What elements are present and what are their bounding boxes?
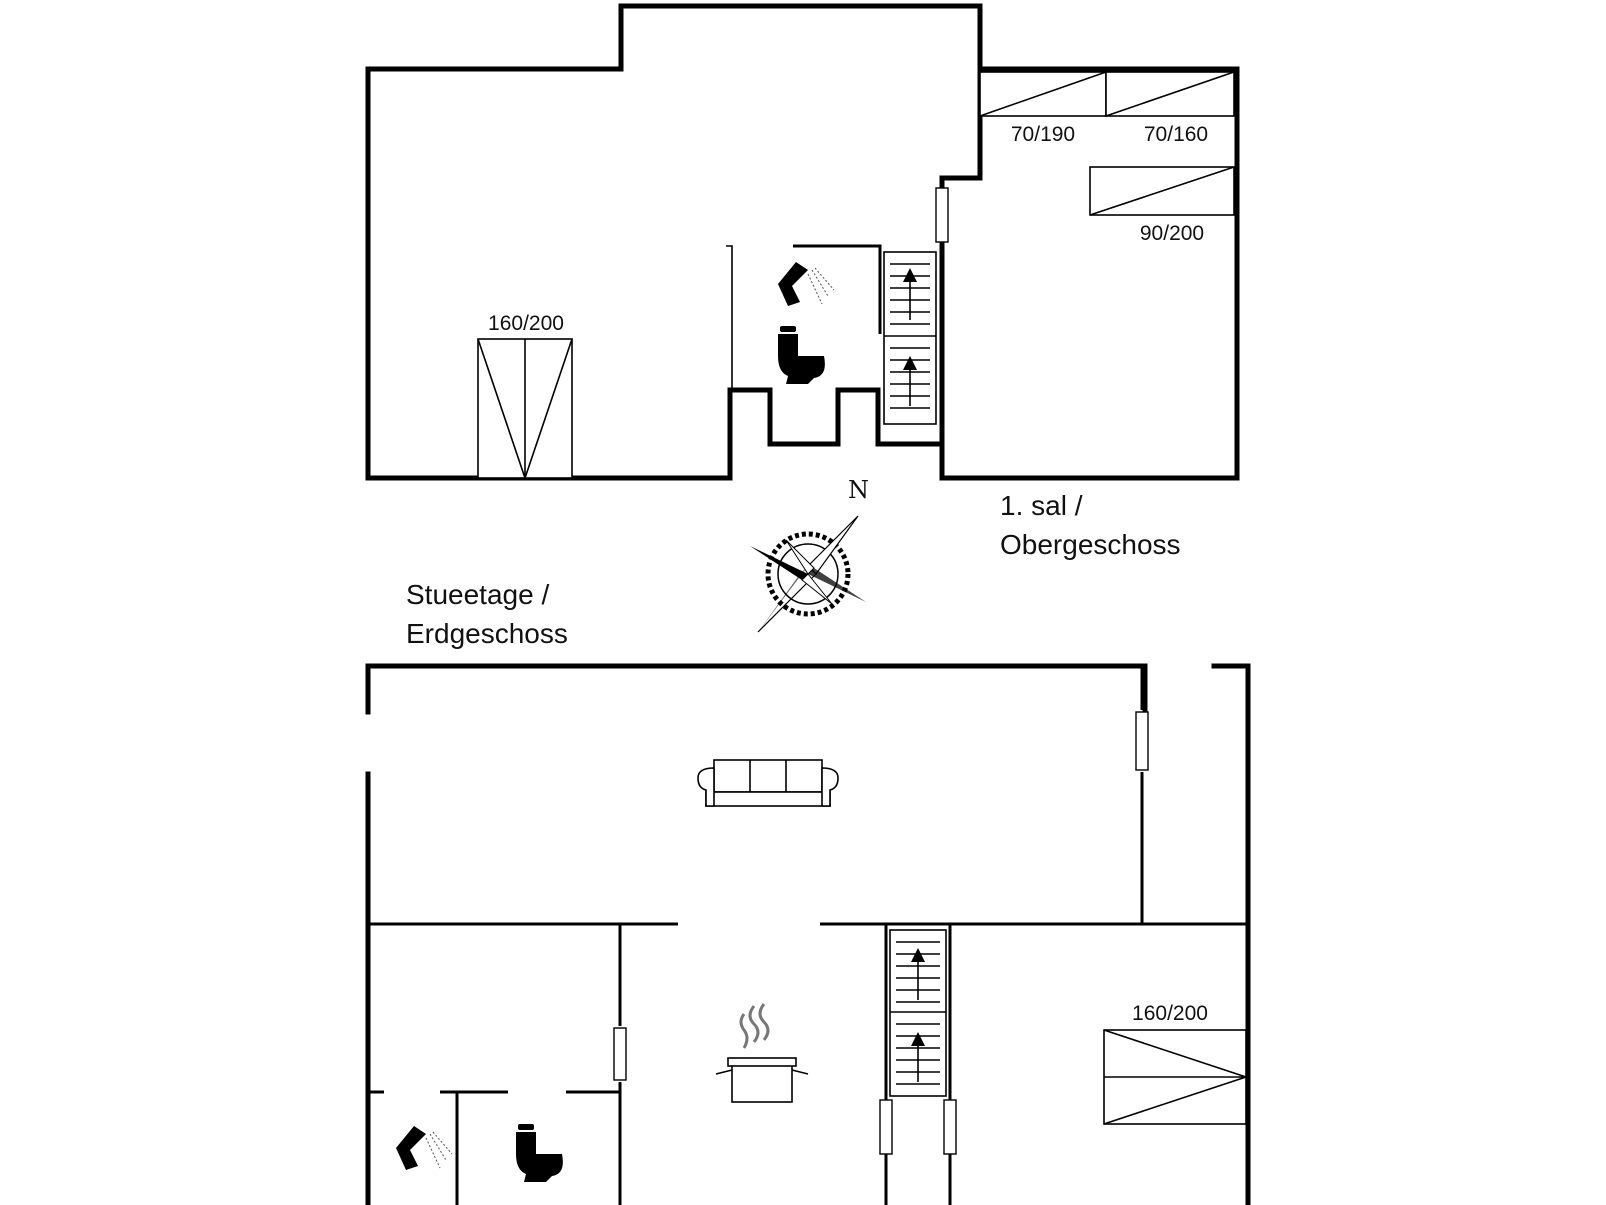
bed-size-label: 160/200 xyxy=(1132,1002,1208,1025)
stairs-up-icon xyxy=(911,948,925,1082)
upper-outer-wall xyxy=(365,3,1240,481)
compass-rose-icon: N xyxy=(750,476,869,633)
stair-door xyxy=(879,1099,893,1155)
stairs-up-icon xyxy=(903,268,917,406)
ground-floor: 160/200 Stueetage / Erdgeschoss xyxy=(365,579,1251,1205)
upper-bed-70-190: 70/190 xyxy=(979,71,1107,146)
ground-floor-label-line2: Erdgeschoss xyxy=(406,618,568,649)
sofa-icon xyxy=(697,759,839,807)
upper-door xyxy=(935,187,949,243)
toilet-icon xyxy=(778,326,825,384)
bathroom-wall xyxy=(727,387,945,481)
bed-size-label: 70/190 xyxy=(1011,123,1075,146)
upper-stairs xyxy=(883,251,937,425)
stair-door xyxy=(943,1099,957,1155)
upper-floor-label-line2: Obergeschoss xyxy=(1000,529,1181,560)
upper-floor-label-line1: 1. sal / xyxy=(1000,490,1083,521)
upper-bed-160-200: 160/200 xyxy=(477,312,573,479)
shower-icon xyxy=(396,1126,453,1170)
compass-north-label: N xyxy=(848,476,869,504)
ground-stairs xyxy=(889,929,947,1097)
cooking-pot-icon xyxy=(715,1003,809,1103)
upper-bed-90-200: 90/200 xyxy=(1089,166,1235,245)
bed-size-label: 160/200 xyxy=(488,312,564,335)
ground-outer-wall-right xyxy=(1211,663,1251,1205)
upper-bed-70-160: 70/160 xyxy=(1105,71,1235,146)
shower-icon xyxy=(778,262,835,306)
bathroom-inner-wall xyxy=(726,245,733,390)
upper-partition-wall xyxy=(939,66,983,449)
bed-size-label: 90/200 xyxy=(1140,222,1204,245)
upper-floor: 160/200 70/190 70/160 90/200 1. sal / Ob… xyxy=(365,3,1240,560)
ground-outer-wall-top xyxy=(365,663,1148,715)
ground-bed-160-200: 160/200 xyxy=(1103,1002,1247,1125)
kitchen-door xyxy=(613,1027,627,1081)
bed-size-label: 70/160 xyxy=(1144,123,1208,146)
ground-door xyxy=(1135,711,1149,771)
bathroom-top-wall xyxy=(793,244,882,334)
ground-floor-label-line1: Stueetage / xyxy=(406,579,549,610)
toilet-icon xyxy=(516,1124,563,1182)
